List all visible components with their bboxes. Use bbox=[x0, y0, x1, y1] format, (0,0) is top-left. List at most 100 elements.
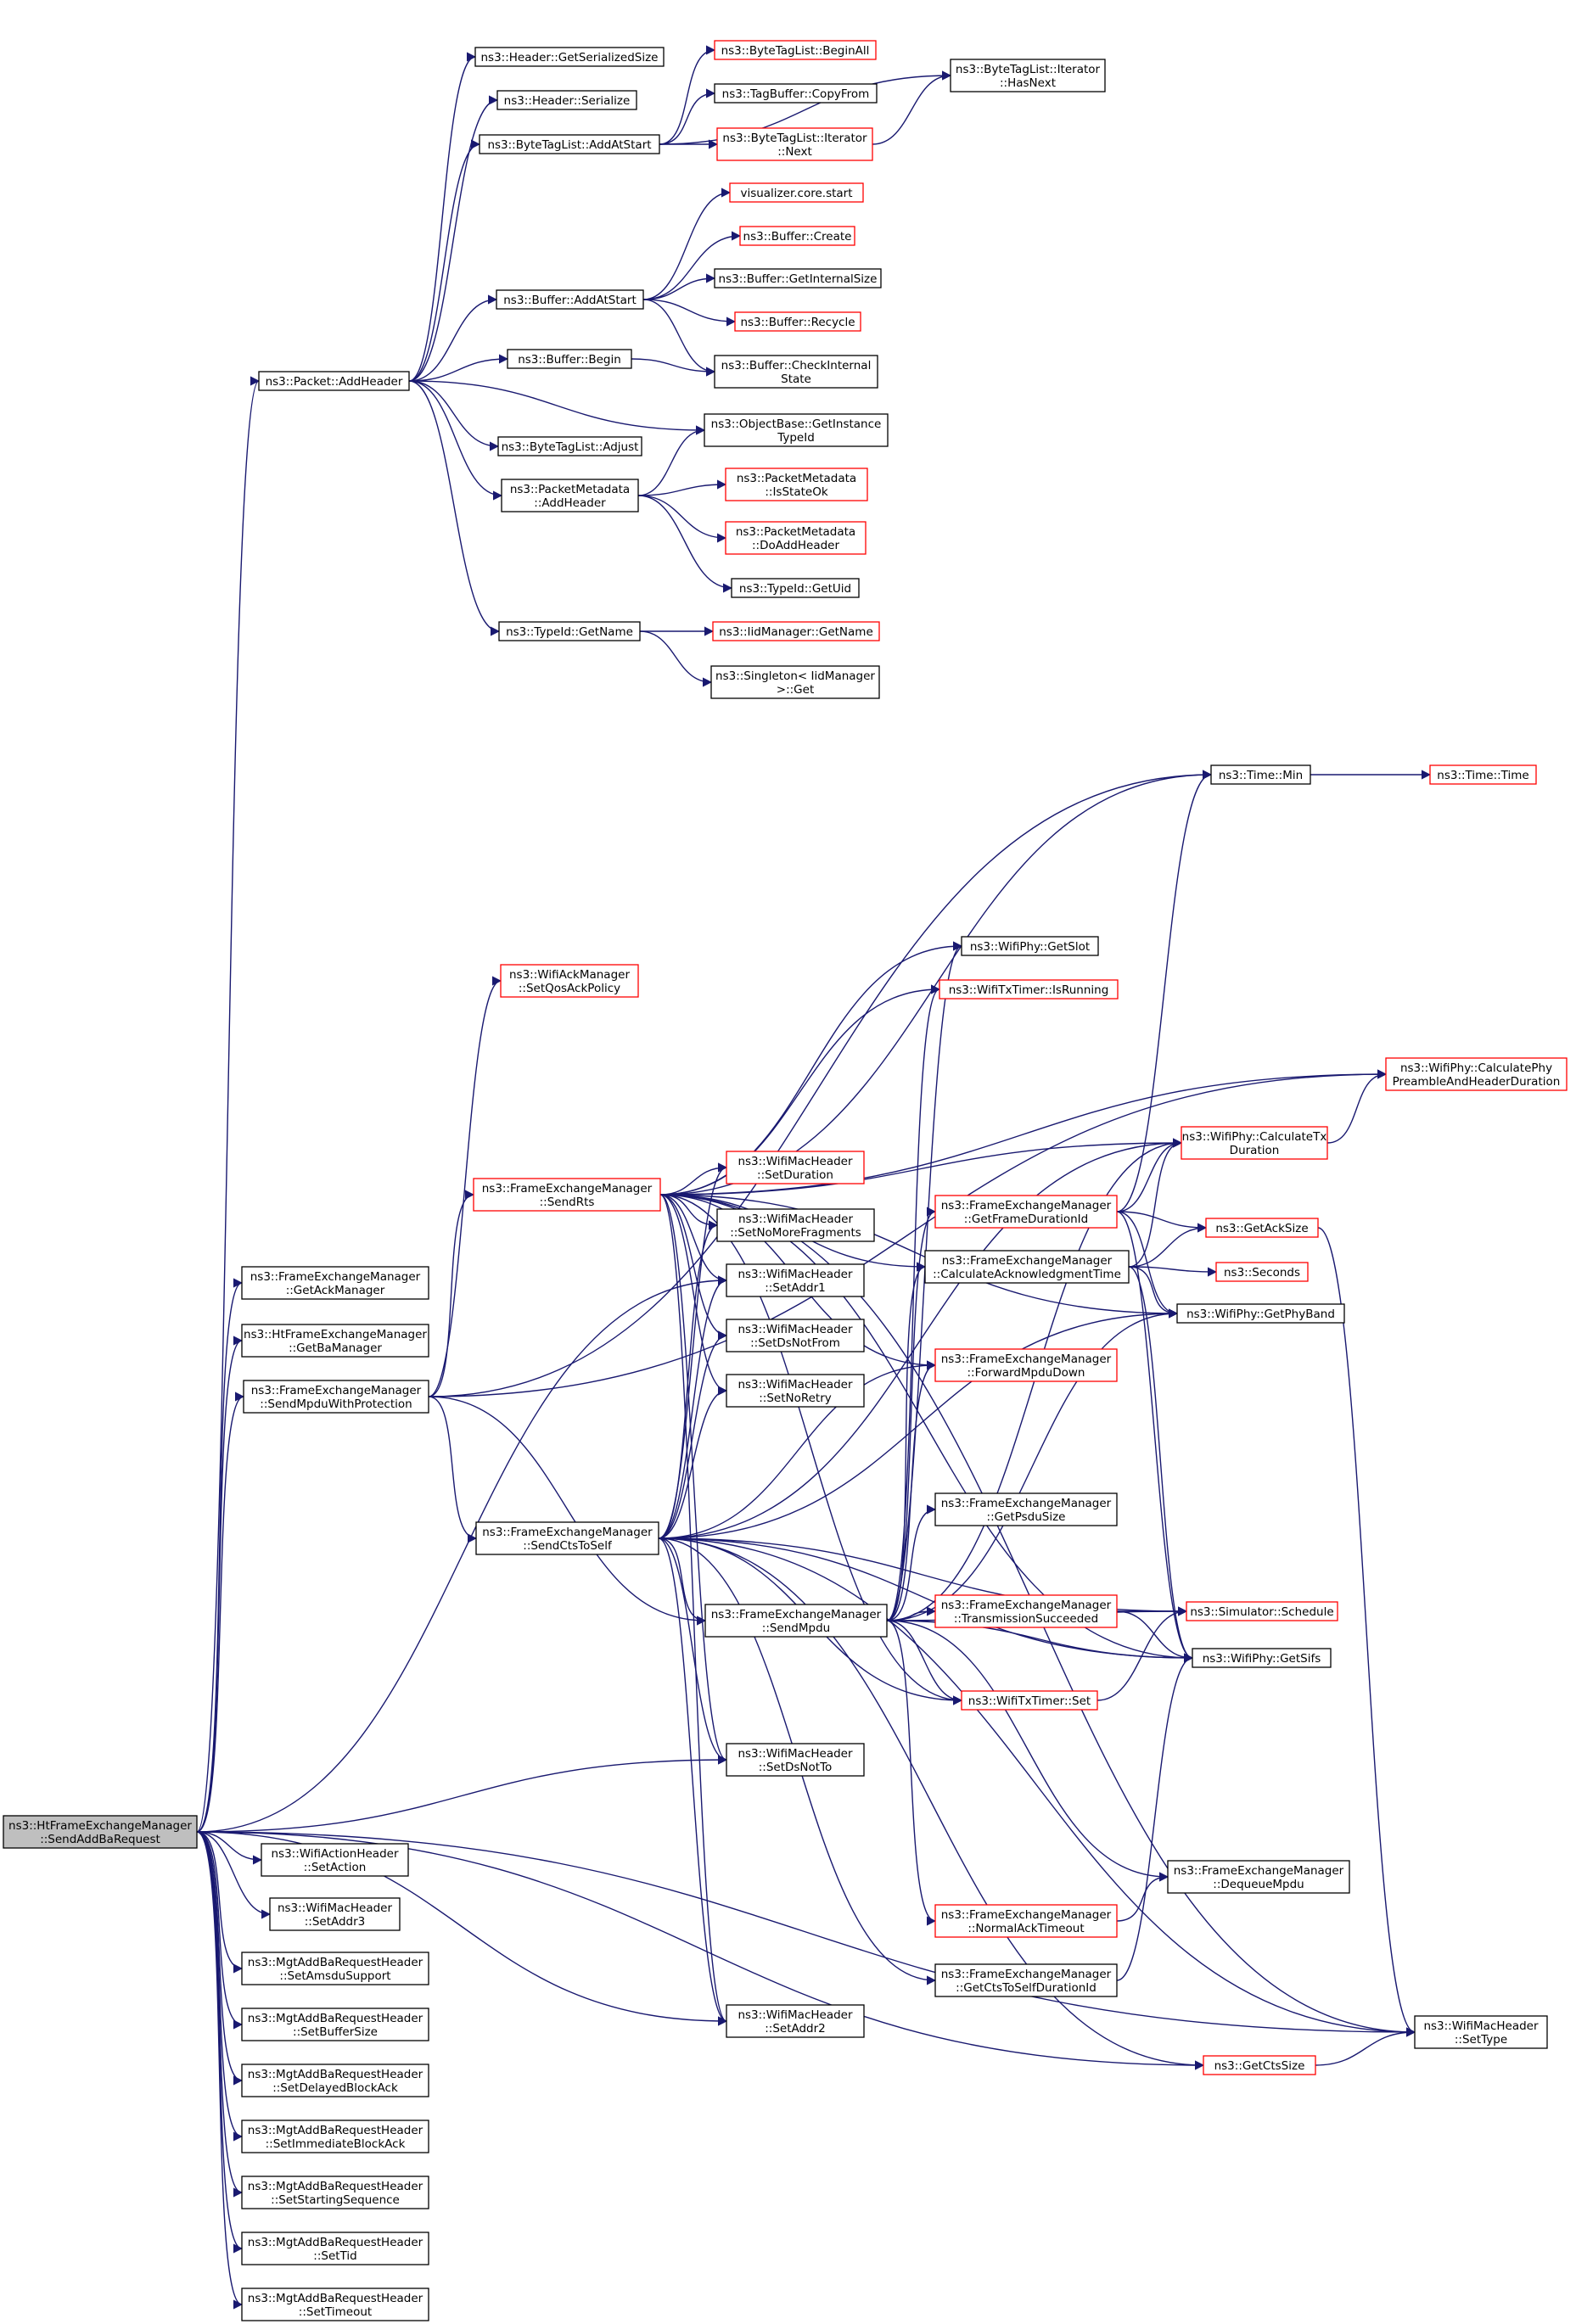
node-buf-addatstart[interactable]: ns3::Buffer::AddAtStart bbox=[496, 289, 644, 310]
node-box[interactable] bbox=[712, 621, 880, 641]
node-mgt-setstartingseq[interactable]: ns3::MgtAddBaRequestHeader::SetStartingS… bbox=[241, 2176, 429, 2209]
node-box[interactable] bbox=[714, 83, 878, 104]
node-box[interactable] bbox=[1203, 2055, 1316, 2075]
node-box[interactable] bbox=[241, 2288, 429, 2321]
node-wmh-settype[interactable]: ns3::WifiMacHeader::SetType bbox=[1414, 2015, 1548, 2049]
node-box[interactable] bbox=[261, 1843, 409, 1877]
node-box[interactable] bbox=[498, 621, 641, 641]
node-fem-normalacktimeout[interactable]: ns3::FrameExchangeManager::NormalAckTime… bbox=[934, 1904, 1118, 1938]
node-viz-start[interactable]: visualizer.core.start bbox=[729, 182, 864, 203]
node-box[interactable] bbox=[500, 964, 639, 998]
node-buf-begin[interactable]: ns3::Buffer::Begin bbox=[507, 349, 632, 369]
node-buf-getinternalsize[interactable]: ns3::Buffer::GetInternalSize bbox=[714, 268, 882, 288]
node-box[interactable] bbox=[726, 1263, 865, 1297]
node-fem-sendmpduwithprot[interactable]: ns3::FrameExchangeManager::SendMpduWithP… bbox=[243, 1380, 429, 1414]
node-mgt-settid[interactable]: ns3::MgtAddBaRequestHeader::SetTid bbox=[241, 2232, 429, 2265]
node-box[interactable] bbox=[934, 1195, 1118, 1229]
node-tagbuf-copyfrom[interactable]: ns3::TagBuffer::CopyFrom bbox=[714, 83, 878, 104]
node-calcphypreamble[interactable]: ns3::WifiPhy::CalculatePhyPreambleAndHea… bbox=[1385, 1057, 1568, 1091]
node-time-time[interactable]: ns3::Time::Time bbox=[1429, 764, 1537, 785]
node-box[interactable] bbox=[3, 1815, 198, 1849]
node-box[interactable] bbox=[934, 1904, 1118, 1938]
node-wmh-setaddr2[interactable]: ns3::WifiMacHeader::SetAddr2 bbox=[726, 2004, 865, 2038]
node-btl-adjust[interactable]: ns3::ByteTagList::Adjust bbox=[497, 436, 642, 456]
node-wmh-setaddr3[interactable]: ns3::WifiMacHeader::SetAddr3 bbox=[269, 1897, 401, 1931]
node-box[interactable] bbox=[1186, 1601, 1338, 1621]
node-pm-isstateok[interactable]: ns3::PacketMetadata::IsStateOk bbox=[725, 468, 868, 501]
node-box[interactable] bbox=[934, 1594, 1118, 1628]
node-box[interactable] bbox=[731, 578, 860, 598]
node-box[interactable] bbox=[258, 371, 410, 391]
node-box[interactable] bbox=[473, 1178, 661, 1212]
node-btl-it-next[interactable]: ns3::ByteTagList::Iterator::Next bbox=[716, 127, 873, 161]
node-iidmgr-getname[interactable]: ns3::IidManager::GetName bbox=[712, 621, 880, 641]
node-fem-sendmpdu[interactable]: ns3::FrameExchangeManager::SendMpdu bbox=[704, 1604, 888, 1638]
node-box[interactable] bbox=[507, 349, 632, 369]
node-pm-addheader[interactable]: ns3::PacketMetadata::AddHeader bbox=[501, 479, 639, 512]
node-box[interactable] bbox=[1176, 1303, 1345, 1324]
node-wmh-setdsnotto[interactable]: ns3::WifiMacHeader::SetDsNotTo bbox=[726, 1743, 865, 1777]
node-box[interactable] bbox=[739, 226, 855, 246]
node-box[interactable] bbox=[714, 40, 877, 60]
node-box[interactable] bbox=[714, 268, 882, 288]
node-root[interactable]: ns3::HtFrameExchangeManager::SendAddBaRe… bbox=[3, 1815, 198, 1849]
node-htfem-getbamanager[interactable]: ns3::HtFrameExchangeManager::GetBaManage… bbox=[241, 1324, 429, 1358]
node-box[interactable] bbox=[1414, 2015, 1548, 2049]
node-mgt-setdelayed[interactable]: ns3::MgtAddBaRequestHeader::SetDelayedBl… bbox=[241, 2064, 429, 2097]
node-fem-sendrts[interactable]: ns3::FrameExchangeManager::SendRts bbox=[473, 1178, 661, 1212]
node-fem-calcackttime[interactable]: ns3::FrameExchangeManager::CalculateAckn… bbox=[924, 1250, 1130, 1284]
node-box[interactable] bbox=[950, 59, 1106, 92]
node-txtimer-isrunning[interactable]: ns3::WifiTxTimer::IsRunning bbox=[939, 979, 1119, 1000]
node-box[interactable] bbox=[934, 1963, 1118, 1997]
node-box[interactable] bbox=[1181, 1126, 1328, 1160]
node-box[interactable] bbox=[241, 2064, 429, 2097]
node-box[interactable] bbox=[961, 1690, 1098, 1711]
node-box[interactable] bbox=[726, 1151, 865, 1184]
node-fem-forwardmpdudown[interactable]: ns3::FrameExchangeManager::ForwardMpduDo… bbox=[934, 1348, 1118, 1382]
node-typeid-getuid[interactable]: ns3::TypeId::GetUid bbox=[731, 578, 860, 598]
node-wmh-setnoretry[interactable]: ns3::WifiMacHeader::SetNoRetry bbox=[726, 1374, 865, 1408]
node-box[interactable] bbox=[497, 436, 642, 456]
node-box[interactable] bbox=[1167, 1860, 1350, 1894]
node-box[interactable] bbox=[924, 1250, 1130, 1284]
node-box[interactable] bbox=[729, 182, 864, 203]
node-buf-create[interactable]: ns3::Buffer::Create bbox=[739, 226, 855, 246]
node-box[interactable] bbox=[1210, 764, 1311, 785]
node-box[interactable] bbox=[241, 1952, 429, 1985]
node-wmh-setnomorefrag[interactable]: ns3::WifiMacHeader::SetNoMoreFragments bbox=[716, 1208, 875, 1242]
node-box[interactable] bbox=[934, 1492, 1118, 1526]
node-mgt-setimmediate[interactable]: ns3::MgtAddBaRequestHeader::SetImmediate… bbox=[241, 2120, 429, 2153]
node-box[interactable] bbox=[704, 1604, 888, 1638]
node-sim-schedule[interactable]: ns3::Simulator::Schedule bbox=[1186, 1601, 1338, 1621]
node-box[interactable] bbox=[1205, 1218, 1319, 1238]
node-box[interactable] bbox=[496, 289, 644, 310]
node-box[interactable] bbox=[496, 90, 637, 110]
node-box[interactable] bbox=[725, 521, 867, 555]
node-box[interactable] bbox=[241, 1266, 429, 1300]
node-box[interactable] bbox=[241, 2176, 429, 2209]
node-fem-txsucceeded[interactable]: ns3::FrameExchangeManager::TransmissionS… bbox=[934, 1594, 1118, 1628]
node-fem-getctstoselfdur[interactable]: ns3::FrameExchangeManager::GetCtsToSelfD… bbox=[934, 1963, 1118, 1997]
node-box[interactable] bbox=[241, 1324, 429, 1358]
node-box[interactable] bbox=[716, 1208, 875, 1242]
node-box[interactable] bbox=[1215, 1262, 1309, 1282]
node-box[interactable] bbox=[734, 311, 861, 332]
node-fem-getpsdusize[interactable]: ns3::FrameExchangeManager::GetPsduSize bbox=[934, 1492, 1118, 1526]
node-wmh-setdsnotfrom[interactable]: ns3::WifiMacHeader::SetDsNotFrom bbox=[726, 1319, 865, 1352]
node-mgt-settimeout[interactable]: ns3::MgtAddBaRequestHeader::SetTimeout bbox=[241, 2288, 429, 2321]
node-serialize[interactable]: ns3::Header::Serialize bbox=[496, 90, 637, 110]
node-time-min[interactable]: ns3::Time::Min bbox=[1210, 764, 1311, 785]
node-box[interactable] bbox=[479, 134, 660, 154]
node-box[interactable] bbox=[716, 127, 873, 161]
node-box[interactable] bbox=[501, 479, 639, 512]
node-box[interactable] bbox=[704, 413, 889, 447]
node-getacksize[interactable]: ns3::GetAckSize bbox=[1205, 1218, 1319, 1238]
node-box[interactable] bbox=[241, 2120, 429, 2153]
node-box[interactable] bbox=[241, 2232, 429, 2265]
node-box[interactable] bbox=[726, 1319, 865, 1352]
node-btl-beginall[interactable]: ns3::ByteTagList::BeginAll bbox=[714, 40, 877, 60]
node-box[interactable] bbox=[1385, 1057, 1568, 1091]
node-wmh-setaddr1[interactable]: ns3::WifiMacHeader::SetAddr1 bbox=[726, 1263, 865, 1297]
